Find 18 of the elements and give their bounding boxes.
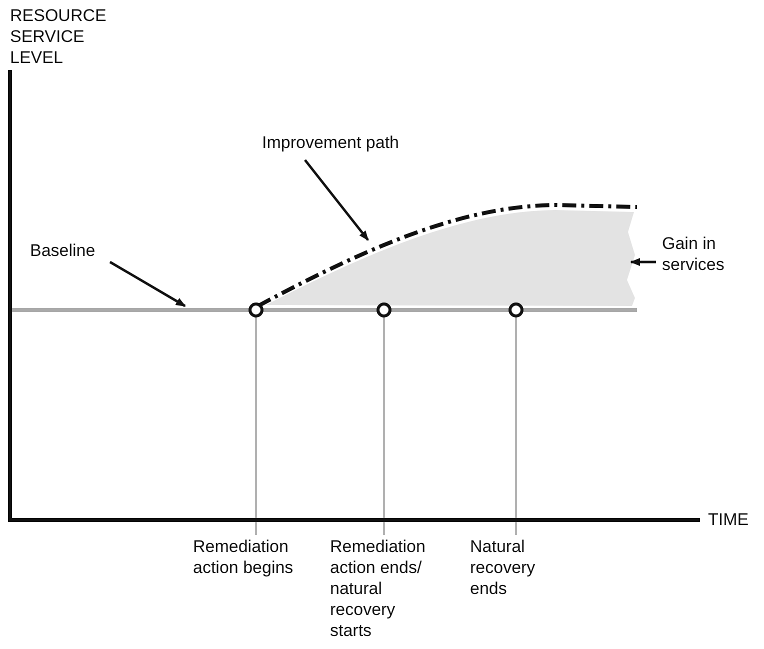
callout-label: Baseline [30,240,120,261]
callout-label: Gain in services [662,233,734,275]
arrow [304,159,369,241]
leader-line [255,317,257,535]
milestone-circle [376,302,392,318]
axis-label: TIME [708,509,750,530]
arrow [630,258,656,266]
callout-label: Improvement path [262,132,432,153]
milestone-circle [508,302,524,318]
callout-label: Natural recovery ends [470,536,560,599]
leader-line [515,317,517,535]
callout-label: Remediation action begins [193,536,298,578]
milestone-circle [248,302,264,318]
axis-label: RESOURCE SERVICE LEVEL [10,5,108,68]
leader-line [383,317,385,535]
callout-label: Remediation action ends/ natural recovery starts [330,536,435,641]
baseline-line [10,308,637,312]
arrow [109,260,186,308]
